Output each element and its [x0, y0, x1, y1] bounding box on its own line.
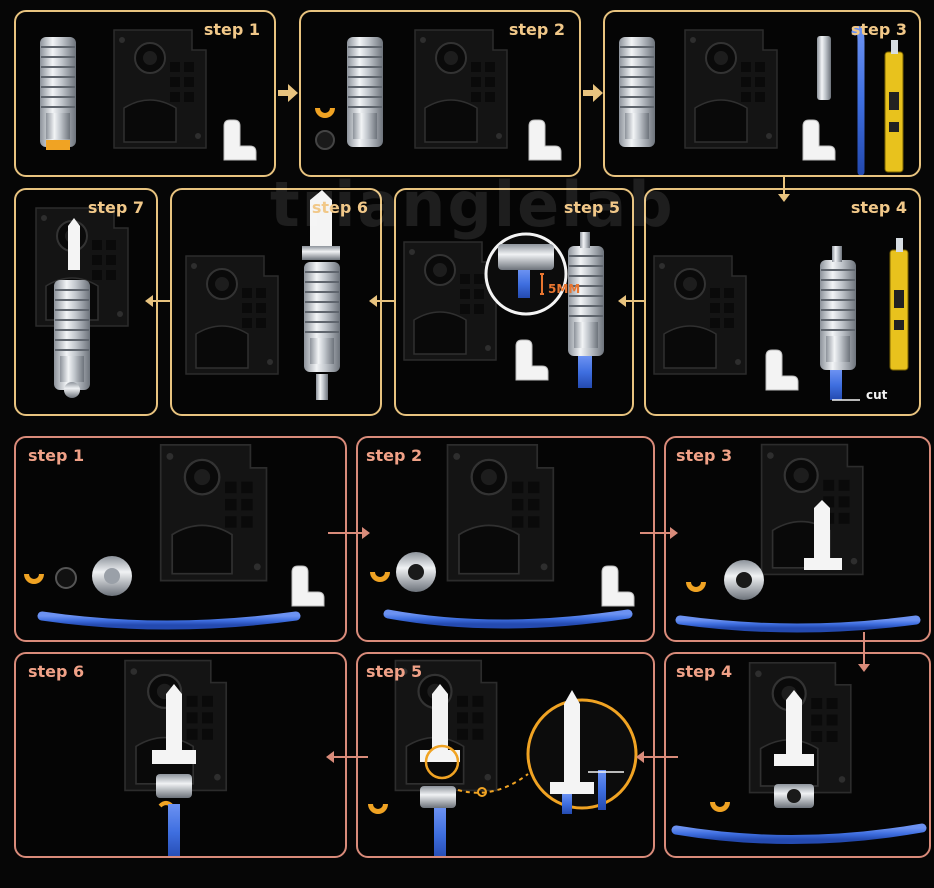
- top-step-3-panel: step 3: [603, 10, 921, 177]
- bottom-step-2-panel: step 2: [356, 436, 655, 642]
- step-label: step 3: [676, 446, 733, 465]
- 5mm-callout: 5MM: [548, 282, 581, 296]
- arrow-left-icon: [636, 751, 678, 763]
- step-image: [618, 26, 904, 175]
- bottom-step-1-panel: step 1: [14, 436, 347, 642]
- top-step-1-panel: step 1: [14, 10, 276, 177]
- step-label: step 6: [28, 662, 85, 681]
- step-image: [653, 237, 909, 401]
- step-label: step 4: [676, 662, 733, 681]
- step-image: [35, 207, 129, 398]
- arrow-right-icon: [640, 527, 678, 539]
- arrow-left-icon: [326, 751, 368, 763]
- bottom-step-4-panel: step 4: [664, 652, 931, 858]
- step-label: step 5: [563, 198, 620, 217]
- step-image: [24, 443, 325, 630]
- bottom-step-5-panel: step 5: [356, 652, 655, 858]
- bottom-step-6-panel: step 6: [14, 652, 347, 858]
- step-label: step 1: [203, 20, 260, 39]
- top-step-4-panel: step 4 cut: [644, 188, 921, 416]
- step-label: step 1: [28, 446, 85, 465]
- step-label: step 2: [508, 20, 565, 39]
- step-image: [185, 190, 341, 400]
- step-label: step 3: [850, 20, 907, 39]
- step-label: step 7: [87, 198, 144, 217]
- step-image: [403, 232, 605, 388]
- arrow-right-icon: [328, 527, 370, 539]
- arrow-left-icon: [145, 295, 171, 307]
- top-step-7-panel: step 7: [14, 188, 158, 416]
- watermark: trianglelab: [270, 168, 675, 241]
- arrow-left-icon: [369, 295, 395, 307]
- top-step-2-panel: step 2: [299, 10, 581, 177]
- arrow-down-icon: [858, 632, 870, 672]
- top-step-5-panel: step 5 5MM: [394, 188, 634, 416]
- bottom-step-3-panel: step 3: [664, 436, 931, 642]
- step-label: step 5: [366, 662, 423, 681]
- cut-callout: cut: [866, 388, 888, 402]
- step-label: step 2: [366, 446, 423, 465]
- step-image: [123, 659, 228, 856]
- arrow-right-icon: [583, 84, 603, 102]
- step-image: [368, 659, 638, 856]
- step-label: step 4: [850, 198, 907, 217]
- step-image: [39, 29, 257, 161]
- step-image: [370, 443, 635, 629]
- step-image: [671, 661, 927, 844]
- arrow-left-icon: [618, 295, 644, 307]
- step-image: [675, 443, 921, 633]
- step-label: step 6: [311, 198, 368, 217]
- arrow-right-icon: [278, 84, 298, 102]
- step-image: [315, 29, 562, 161]
- arrow-down-icon: [778, 176, 790, 202]
